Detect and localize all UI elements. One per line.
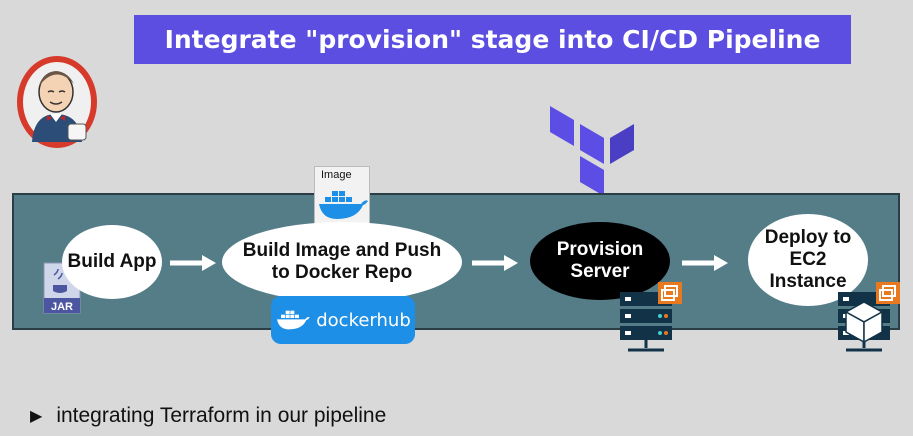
page-title: Integrate "provision" stage into CI/CD P… [134, 15, 851, 64]
jar-label: JAR [51, 301, 73, 313]
ec2-server-icon [838, 282, 900, 352]
arrow-icon [472, 255, 518, 271]
docker-whale-icon [319, 191, 368, 219]
server-icon [620, 282, 682, 352]
jenkins-logo [17, 56, 97, 148]
stage-provision-server: Provision Server [530, 222, 670, 300]
image-card-label: Image [321, 169, 352, 181]
terraform-logo [550, 106, 634, 196]
docker-image-card: Image [314, 166, 370, 226]
stage-build-app: Build App [62, 225, 162, 299]
arrow-icon [170, 255, 216, 271]
docker-whale-icon [277, 310, 310, 330]
bullet-text: integrating Terraform in our pipeline [56, 404, 387, 427]
ec2-cube-icon [844, 301, 884, 344]
arrow-icon [682, 255, 728, 271]
stage-build-image: Build Image and Push to Docker Repo [222, 222, 462, 302]
stage-deploy-ec2: Deploy to EC2 Instance [748, 214, 868, 306]
dockerhub-label: dockerhub [316, 309, 411, 331]
play-bullet-icon: ▶ [30, 408, 43, 425]
dockerhub-badge: dockerhub [271, 296, 415, 344]
bullet-point: ▶ integrating Terraform in our pipeline [30, 404, 386, 428]
